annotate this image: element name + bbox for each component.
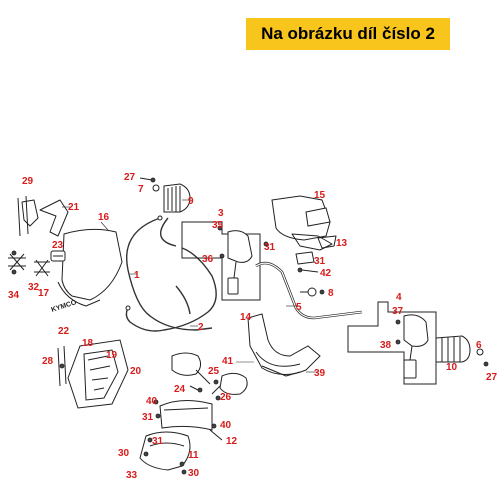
- callout-21: 21: [68, 202, 80, 213]
- callout-23: 23: [52, 240, 64, 251]
- callout-20: 20: [130, 366, 142, 377]
- callout-30-right: 30: [188, 468, 200, 479]
- callout-36: 36: [202, 254, 214, 265]
- lower-cover-part: [153, 399, 223, 441]
- throttle-grip-part: [163, 183, 191, 213]
- callout-27-right: 27: [486, 372, 498, 383]
- callout-27-top: 27: [124, 172, 136, 183]
- callout-40-upper: 40: [146, 396, 158, 407]
- callout-5: 5: [296, 302, 302, 313]
- switch-panel-part: [57, 345, 119, 401]
- handlebar-cover-part: [263, 195, 337, 251]
- left-switch-part: [395, 314, 429, 379]
- windshield-bracket-part: [17, 195, 70, 237]
- cover-bracket-part: [295, 251, 319, 273]
- callout-12: 12: [226, 436, 238, 447]
- callout-31-bottom: 31: [152, 436, 164, 447]
- mirror-right-part: [171, 352, 211, 385]
- callout-24: 24: [174, 384, 186, 395]
- callout-40-lower: 40: [220, 420, 232, 431]
- right-switch-part: [217, 225, 253, 295]
- callout-22: 22: [58, 326, 70, 337]
- switch-panel-frame: [67, 339, 129, 409]
- screw-set-left: [8, 250, 50, 277]
- emblem-part: [50, 250, 66, 262]
- inner-cover-part: [236, 313, 321, 377]
- callout-10: 10: [446, 362, 458, 373]
- callout-39: 39: [314, 368, 326, 379]
- callout-14: 14: [240, 312, 252, 323]
- callout-35: 35: [212, 220, 224, 231]
- grip-end-part: [152, 184, 160, 192]
- callout-18: 18: [82, 338, 94, 349]
- callout-17: 17: [38, 288, 50, 299]
- callout-9: 9: [188, 196, 194, 207]
- callout-32: 32: [28, 282, 40, 293]
- callout-30-left: 30: [118, 448, 130, 459]
- callout-13: 13: [336, 238, 348, 249]
- callout-11: 11: [188, 450, 199, 461]
- callout-19: 19: [106, 350, 118, 361]
- handlebar-clamp-part: [300, 287, 325, 297]
- callout-31-lower: 31: [142, 412, 154, 423]
- callout-25: 25: [208, 366, 220, 377]
- callouts: 29 21 16 23 34 32 17 22 27 7 9 3 35 36 1…: [8, 172, 498, 481]
- svg-text:KYMCO: KYMCO: [50, 299, 77, 314]
- kymco-logo: KYMCO: [50, 299, 77, 314]
- callout-26: 26: [220, 392, 232, 403]
- callout-31-bracket: 31: [314, 256, 326, 267]
- callout-38: 38: [380, 340, 392, 351]
- grip-screw-part: [139, 177, 156, 183]
- callout-4: 4: [396, 292, 402, 303]
- left-grip-part: [435, 335, 471, 363]
- callout-42: 42: [320, 268, 332, 279]
- callout-31-cover: 31: [264, 242, 276, 253]
- callout-2: 2: [198, 322, 204, 333]
- bottom-cover-part: [139, 431, 191, 475]
- left-grip-end-part: [476, 348, 489, 367]
- brake-cable-part: [125, 247, 217, 332]
- callout-15: 15: [314, 190, 326, 201]
- callout-1: 1: [134, 270, 140, 281]
- callout-28: 28: [42, 356, 54, 367]
- callout-34: 34: [8, 290, 20, 301]
- mirror-left-part: [211, 372, 248, 395]
- callout-8: 8: [328, 288, 334, 299]
- callout-3: 3: [218, 208, 224, 219]
- callout-16: 16: [98, 212, 110, 223]
- callout-33: 33: [126, 470, 138, 481]
- callout-6: 6: [476, 340, 482, 351]
- callout-7: 7: [138, 184, 144, 195]
- windshield-part: [57, 221, 123, 307]
- handlebar-part: [255, 261, 363, 320]
- part-number-banner: Na obrázku díl číslo 2: [246, 18, 450, 50]
- left-switch-frame: [347, 301, 437, 385]
- callout-41: 41: [222, 356, 234, 367]
- callout-37: 37: [392, 306, 404, 317]
- mirror-bolt-part: [189, 379, 221, 401]
- callout-29: 29: [22, 176, 34, 187]
